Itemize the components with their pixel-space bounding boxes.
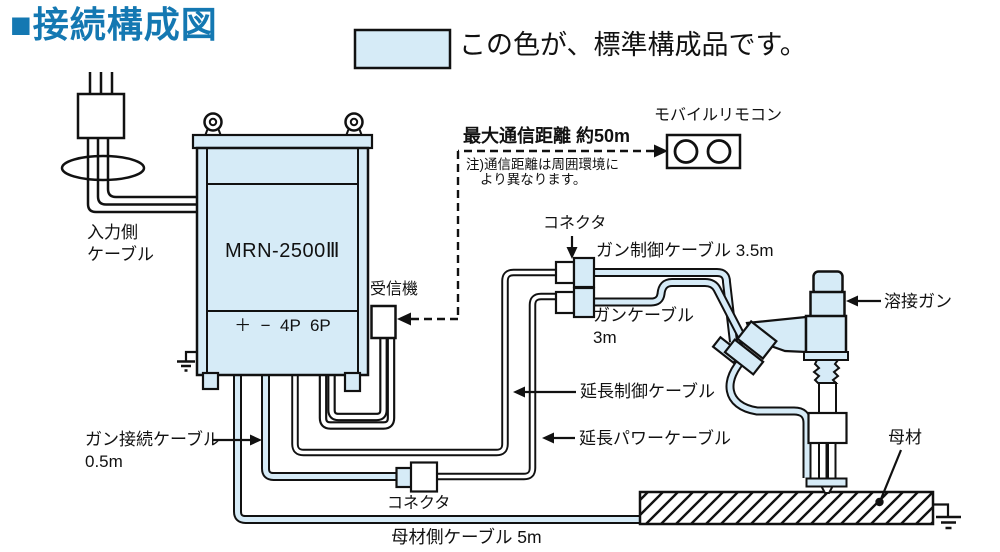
ground-symbol-left <box>177 350 197 372</box>
receiver-loop-cables <box>318 337 396 430</box>
gun-coupling <box>807 411 848 445</box>
power-unit-body <box>191 133 374 377</box>
legend-text: この色が、標準構成品です。 <box>459 30 807 60</box>
ground-symbol-right <box>933 503 961 530</box>
connector-top-label: コネクタ <box>543 215 607 232</box>
input-plug <box>76 72 126 140</box>
input-cable-label-1: 入力側 <box>87 223 138 242</box>
cable-coil-ellipse <box>60 154 146 182</box>
gun-arm-end <box>736 319 778 361</box>
eye-bolt-left <box>203 112 223 137</box>
connector-top-arrow <box>566 247 578 259</box>
eye-bolt-right <box>344 112 364 137</box>
label-arrows <box>212 236 903 507</box>
base-material-dot <box>875 497 884 507</box>
arrow-to-remote <box>654 144 668 158</box>
receiver-box <box>370 304 397 340</box>
gun-control-cable-label: ガン制御ケーブル 3.5m <box>596 241 774 260</box>
welding-gun <box>711 270 849 494</box>
ext-control-arrow <box>513 386 525 398</box>
page-title: ■接続構成図 <box>10 4 218 45</box>
mobile-remote-box <box>665 133 742 170</box>
input-cables <box>86 138 197 214</box>
extension-power-cable <box>430 292 558 481</box>
extension-control-cable <box>291 268 558 457</box>
legend-swatch <box>353 28 452 70</box>
gun-electrode-tip <box>819 485 835 494</box>
base-side-cable-label: 母材側ケーブル 5m <box>391 527 542 547</box>
gun-connect-cable-label-1: ガン接続ケーブル <box>85 430 220 449</box>
distance-note-2: より異なります。 <box>480 172 587 187</box>
gun-flange-bottom <box>805 477 848 488</box>
gun-shaft <box>818 382 837 414</box>
gun-cable <box>592 278 750 348</box>
base-material-leader <box>879 449 903 500</box>
connector-bottom-label: コネクタ <box>387 495 451 512</box>
input-cable-label-2: ケーブル <box>87 245 154 264</box>
wireless-link-dashed <box>397 144 668 326</box>
gun-cable-label-2: 3m <box>593 328 617 347</box>
arrow-to-receiver <box>397 312 411 326</box>
gun-motor <box>809 290 846 320</box>
gun-bellows <box>812 359 841 384</box>
ext-power-cable-label: 延長パワーケーブル <box>579 429 731 448</box>
base-material-plate <box>638 490 935 526</box>
gun-control-cable <box>592 268 738 343</box>
max-distance-label: 最大通信距離 約50m <box>463 126 631 146</box>
connector-top-control <box>554 256 596 289</box>
connector-bottom <box>395 461 439 493</box>
ext-power-arrow <box>542 432 554 444</box>
gun-rod-right <box>827 442 837 481</box>
welding-gun-arrow <box>846 295 858 307</box>
distance-note-1: 注)通信距離は周囲環境に <box>466 157 619 172</box>
receiver-label: 受信機 <box>370 281 419 298</box>
gun-rod-left <box>818 442 828 481</box>
gun-loop-cable <box>725 353 812 478</box>
gun-flange-top <box>803 351 849 361</box>
unit-foot-left <box>201 371 220 391</box>
gun-connect-cable-label-2: 0.5m <box>85 452 123 471</box>
remote-label: モバイルリモコン <box>654 107 783 124</box>
gun-connect-arrow <box>250 434 262 446</box>
welding-gun-label: 溶接ガン <box>884 292 952 311</box>
base-side-cable <box>233 373 648 524</box>
unit-terminals-label: ＋ − 4P 6P <box>234 316 331 335</box>
gun-connect-cable <box>261 373 400 481</box>
connector-top-power <box>554 286 596 319</box>
unit-model-label: MRN-2500Ⅲ <box>225 240 340 262</box>
gun-plug-power <box>723 338 765 376</box>
unit-foot-right <box>343 371 362 393</box>
ext-control-cable-label: 延長制御ケーブル <box>580 382 715 401</box>
gun-body-block <box>804 314 848 355</box>
base-material-label: 母材 <box>888 428 922 447</box>
gun-cable-label-1: ガンケーブル <box>593 306 694 325</box>
